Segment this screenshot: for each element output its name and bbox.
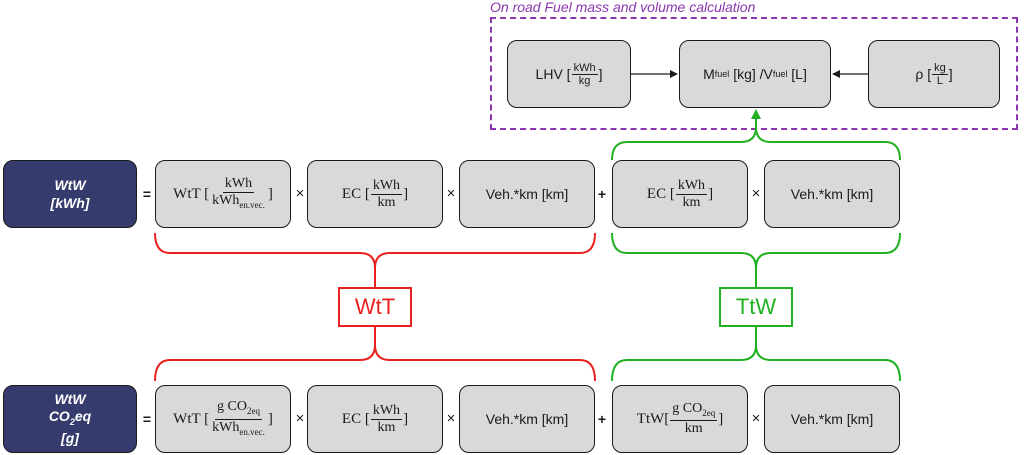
row1-vehkm2-box: Veh.*km [km] [764,160,900,228]
row2-wtt-num-main: g CO [217,398,247,414]
row1-ec2-suffix: ] [708,185,714,202]
wtw-kwh-line2: [kWh] [50,195,90,211]
row2-vehkm-box: Veh.*km [km] [459,385,595,453]
lhv-box: LHV [ kWh kg ] [507,40,631,108]
row1-plus: + [597,186,607,202]
ttw-label: TtW [719,287,793,327]
row2-ttw-box: TtW[ g CO2eq km ] [612,385,748,453]
rho-den: L [936,74,943,87]
row2-wtt-prefix: WtT [ [173,410,210,427]
row2-wtt-num: g CO2eq [215,399,262,420]
row1-wtt-fraction: kWh kWhen.vec. [210,176,267,213]
lhv-fraction: kWh kg [571,61,598,87]
row2-times-3: × [751,410,761,427]
wtw-kwh-line1: WtW [54,177,86,193]
row2-ec-den: km [377,419,396,435]
mfuel-m-sub: fuel [714,69,730,79]
brace-green-row1-bottom [611,232,901,269]
wtt-label: WtT [338,287,412,327]
row2-plus: + [597,411,607,427]
row2-ttw-num-main: g CO [672,400,703,416]
row2-vehkm2-box: Veh.*km [km] [764,385,900,453]
row1-ec2-box: EC [ kWh km ] [612,160,748,228]
row2-wtt-fraction: g CO2eq kWhen.vec. [210,399,267,440]
row1-ec-num: kWh [370,177,403,195]
wtw-co2-line2: CO2eq [49,408,91,431]
row1-times-2: × [446,185,456,202]
wtw-co2-line1: WtW [54,390,86,407]
row1-times-3: × [751,185,761,202]
row1-ec2-den: km [682,194,701,210]
row2-wtt-box: WtT [ g CO2eq kWhen.vec. ] [155,385,291,453]
rho-suffix: ] [948,66,953,82]
row1-times-1: × [295,185,305,202]
row1-vehkm-box: Veh.*km [km] [459,160,595,228]
row1-wtt-num: kWh [222,175,255,193]
row2-ttw-den: km [684,421,703,437]
brace-red-row2 [154,344,596,382]
row1-wtt-suffix: ] [267,185,273,202]
lhv-prefix: LHV [ [535,66,571,82]
row1-ec2-num: kWh [675,177,708,195]
wtw-co2-line2-sub: 2 [69,416,75,427]
rho-box: ρ [ kg L ] [868,40,1000,108]
row2-ec-box: EC [ kWh km ] [307,385,443,453]
wtw-co2-label: WtW CO2eq [g] [3,385,137,453]
wtw-kwh-label: WtW [kWh] [3,160,137,228]
wtw-co2-line2-main: CO [48,407,70,424]
lhv-suffix: ] [598,66,603,82]
row1-wtt-prefix: WtT [ [173,185,210,202]
row1-ec2-fraction: kWh km [675,177,708,211]
row1-ec2-prefix: EC [ [646,185,675,202]
wtw-co2-line2-rest: eq [74,407,92,424]
row2-ec-prefix: EC [ [341,410,370,427]
row1-ec-box: EC [ kWh km ] [307,160,443,228]
row1-ec-suffix: ] [403,185,409,202]
brace-green-row2 [611,344,901,382]
row2-times-2: × [446,410,456,427]
row2-ec-num: kWh [370,402,403,420]
row1-wtt-den-sub: en.vec. [239,199,265,210]
row2-wtt-den-main: kWh [212,419,240,435]
row2-ec-suffix: ] [403,410,409,427]
mfuel-middle: [kg] /V [729,66,773,82]
row1-equals: = [142,186,152,202]
row2-ttw-num-sub: 2eq [702,407,716,418]
row2-times-1: × [295,410,305,427]
mfuel-m: M [703,66,715,82]
mfuel-v-sub: fuel [772,69,788,79]
fuel-calculation-title: On road Fuel mass and volume calculation [490,0,756,15]
row1-wtt-den: kWhen.vec. [210,193,267,213]
row2-wtt-num-sub: 2eq [246,405,260,416]
row1-wtt-den-main: kWh [212,192,240,208]
row2-ttw-prefix: TtW[ [636,410,670,427]
lhv-den: kg [578,74,591,87]
brace-green-row1-top [611,126,901,161]
row1-ec-fraction: kWh km [370,177,403,211]
wtw-co2-line3: [g] [61,430,79,447]
row2-wtt-den: kWhen.vec. [210,420,267,440]
rho-fraction: kg L [932,62,948,87]
row2-ttw-num: g CO2eq [670,400,718,422]
rho-prefix: ρ [ [915,66,932,82]
row2-ec-fraction: kWh km [370,402,403,436]
mfuel-suffix: [L] [787,66,807,82]
fuel-calculation-frame [490,17,1018,130]
row2-wtt-den-sub: en.vec. [239,426,265,437]
lhv-num: kWh [571,61,598,75]
row2-ttw-fraction: g CO2eq km [670,400,718,438]
rho-num: kg [932,61,948,75]
row1-ec-den: km [377,194,396,210]
row1-wtt-box: WtT [ kWh kWhen.vec. ] [155,160,291,228]
row2-wtt-suffix: ] [267,410,273,427]
brace-red-row1 [154,232,596,269]
row2-ttw-suffix: ] [718,410,724,427]
row2-equals: = [142,411,152,427]
row1-ec-prefix: EC [ [341,185,370,202]
